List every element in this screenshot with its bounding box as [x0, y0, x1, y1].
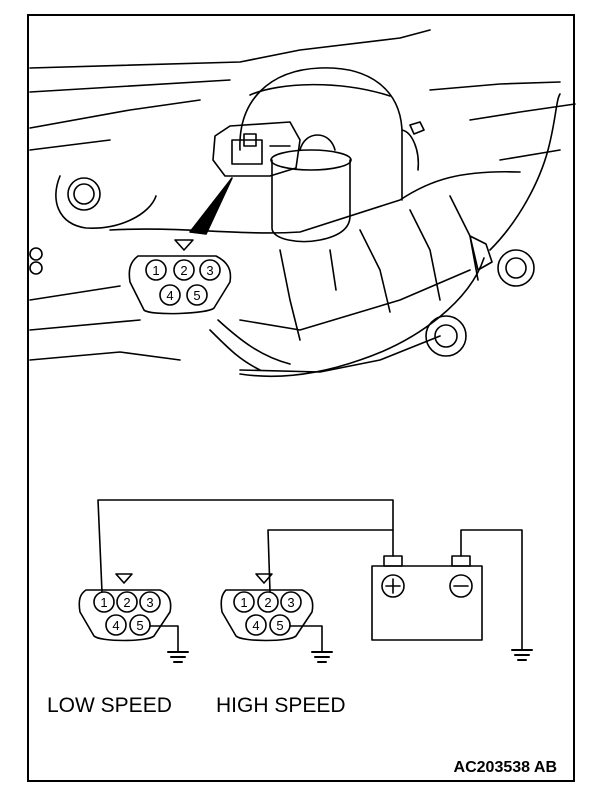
- ground-symbol-icon: [311, 651, 333, 663]
- pin-circle: [145, 259, 167, 281]
- pin-circle: [93, 591, 115, 613]
- engine-illustration: [29, 29, 576, 378]
- negative-icon: [449, 574, 473, 598]
- low-speed-connector: [78, 573, 172, 642]
- low-speed-pin-label: 5: [136, 618, 143, 633]
- high-speed-label: HIGH SPEED: [216, 694, 346, 717]
- battery: [371, 555, 483, 641]
- pin-circle: [129, 614, 151, 636]
- low-speed-pin-label: 1: [100, 595, 107, 610]
- pin-circle: [199, 259, 221, 281]
- positive-icon: [381, 574, 405, 598]
- engine-pin-label: 1: [152, 263, 159, 278]
- low-speed-pin-label: 2: [123, 595, 130, 610]
- figure-reference-code: AC203538 AB: [454, 759, 557, 776]
- pin-circle: [245, 614, 267, 636]
- ground-symbol-icon: [167, 651, 189, 663]
- low-speed-label: LOW SPEED: [47, 694, 172, 717]
- pin-circle: [269, 614, 291, 636]
- pin-circle: [159, 284, 181, 306]
- high-speed-pin-label: 1: [240, 595, 247, 610]
- pin-circle: [105, 614, 127, 636]
- engine-view-connector: [128, 239, 232, 315]
- low-speed-pin-label: 3: [146, 595, 153, 610]
- high-speed-pin-label: 3: [287, 595, 294, 610]
- engine-pin-label: 3: [206, 263, 213, 278]
- high-speed-pin-label: 4: [252, 618, 259, 633]
- pin-circle: [280, 591, 302, 613]
- battery-positive-terminal: [383, 555, 403, 567]
- engine-pin-label: 4: [166, 288, 173, 303]
- engine-pin-label: 2: [180, 263, 187, 278]
- diagram-frame: [27, 14, 575, 782]
- pin-circle: [257, 591, 279, 613]
- circuit-wiring: [97, 499, 523, 653]
- high-speed-pin-label: 2: [264, 595, 271, 610]
- pin-circle: [173, 259, 195, 281]
- pin-circle: [116, 591, 138, 613]
- high-speed-connector: [220, 573, 314, 642]
- pin-circle: [139, 591, 161, 613]
- pin-circle: [186, 284, 208, 306]
- pin-circle: [233, 591, 255, 613]
- high-speed-pin-label: 5: [276, 618, 283, 633]
- battery-negative-terminal: [451, 555, 471, 567]
- ground-symbol-icon: [511, 649, 533, 661]
- low-speed-pin-label: 4: [112, 618, 119, 633]
- engine-pin-label: 5: [193, 288, 200, 303]
